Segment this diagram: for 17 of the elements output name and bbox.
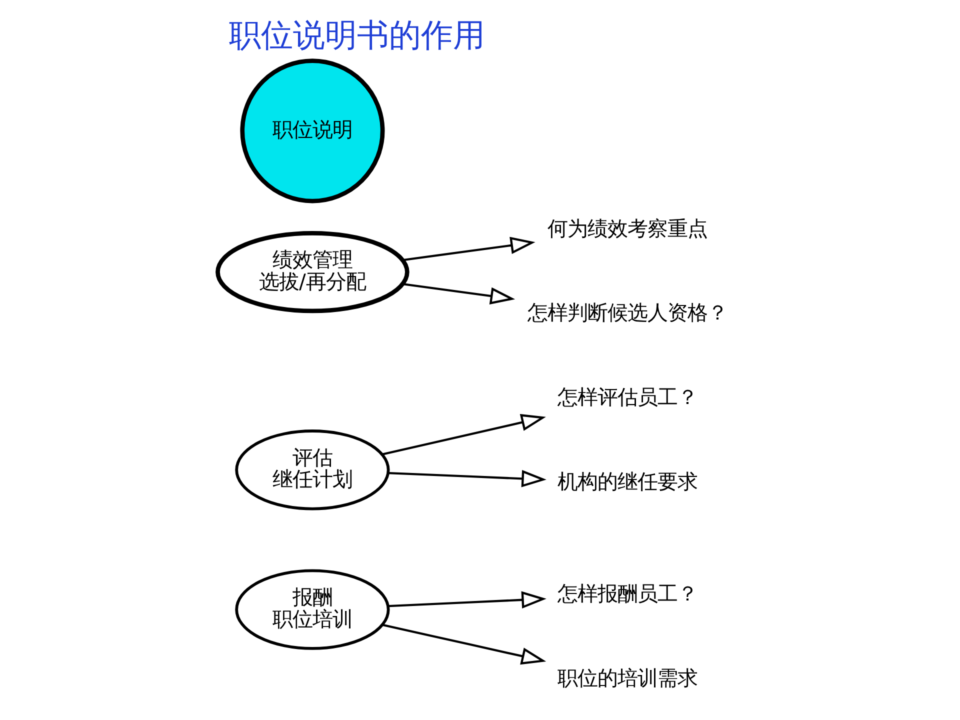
arrow — [388, 591, 546, 609]
arrow — [382, 414, 546, 456]
node-text: 机构的继任要求 — [557, 469, 698, 494]
arrow — [402, 236, 535, 262]
diagram-title: 职位说明书的作用 — [228, 16, 484, 54]
node-ellipse: 评估 继任计划 — [234, 430, 390, 510]
node-text: 怎样评估员工？ — [557, 385, 698, 410]
node-ellipse: 绩效管理 选拔/再分配 — [215, 230, 409, 314]
node-text: 何为绩效考察重点 — [547, 216, 708, 240]
node-text: 怎样判断候选人资格？ — [527, 300, 728, 325]
arrow — [402, 283, 515, 304]
arrow — [388, 470, 546, 488]
node-circle: 职位说明 — [240, 58, 384, 204]
node-ellipse: 报酬 职位培训 — [234, 569, 390, 650]
node-text: 职位的培训需求 — [557, 666, 698, 690]
node-text: 怎样报酬员工？ — [557, 581, 698, 606]
arrow — [382, 624, 546, 665]
